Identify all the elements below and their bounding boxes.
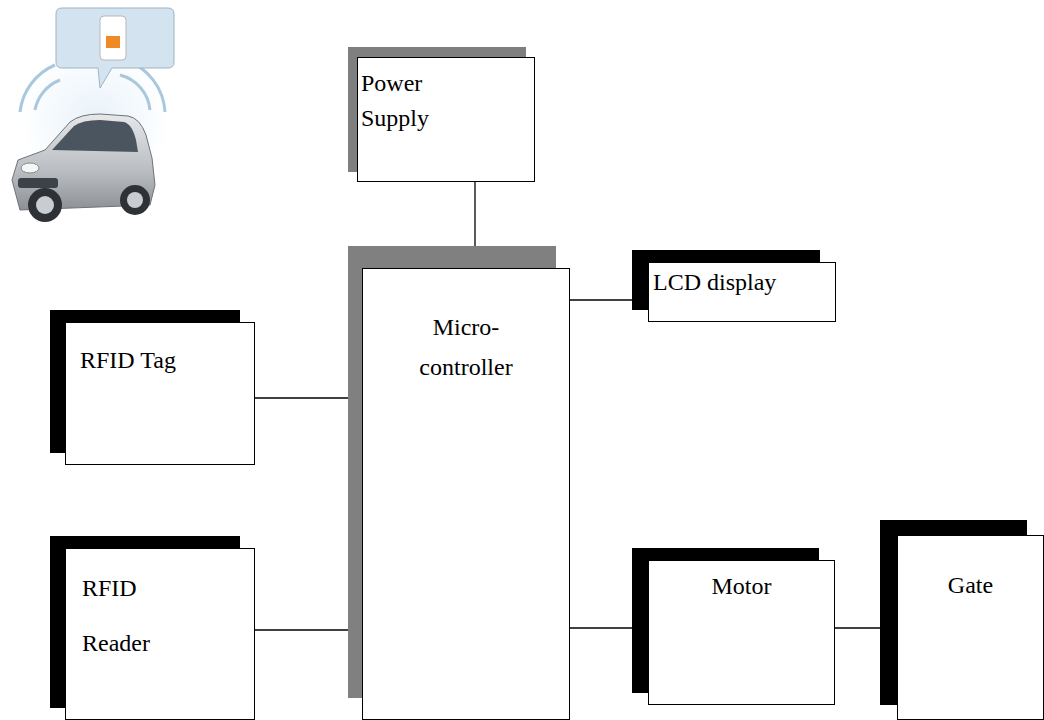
car-hub (127, 192, 143, 208)
tag-box: RFID Tag (65, 322, 255, 465)
car-window (52, 120, 138, 152)
gate-box: Gate (897, 535, 1044, 720)
node-label: RFID Tag (80, 345, 176, 375)
callout-bubble (56, 8, 174, 88)
car-illustration (0, 0, 175, 240)
node-label: Gate (948, 570, 993, 600)
motor-box: Motor (648, 560, 835, 705)
signal-wave (20, 65, 55, 112)
controller-box: Micro- controller (362, 268, 570, 720)
node-label: Motor (712, 571, 772, 601)
reader-box: RFID Reader (65, 548, 255, 720)
car-wheel (120, 185, 150, 215)
signal-arrow (570, 299, 648, 300)
car-headlight (21, 163, 39, 173)
signal-arrow (570, 627, 648, 628)
car-grille (18, 178, 58, 188)
rfid-tag-icon (100, 16, 126, 60)
car-wheel (28, 188, 62, 222)
signal-wave (120, 75, 150, 110)
signal-arrow (474, 182, 475, 268)
display-box: LCD display (648, 262, 836, 322)
node-label: RFID Reader (82, 561, 172, 671)
signal-wave (35, 80, 60, 110)
signal-arrow (255, 397, 362, 398)
node-label: Power Supply (361, 66, 451, 136)
power-box: Power Supply (357, 57, 535, 182)
rfid-tag-chip (106, 36, 120, 48)
signal-arrow (835, 627, 897, 628)
car-hub (36, 196, 54, 214)
signal-arrow (255, 629, 362, 630)
node-label: Micro- controller (401, 307, 531, 387)
node-label: LCD display (653, 267, 776, 297)
